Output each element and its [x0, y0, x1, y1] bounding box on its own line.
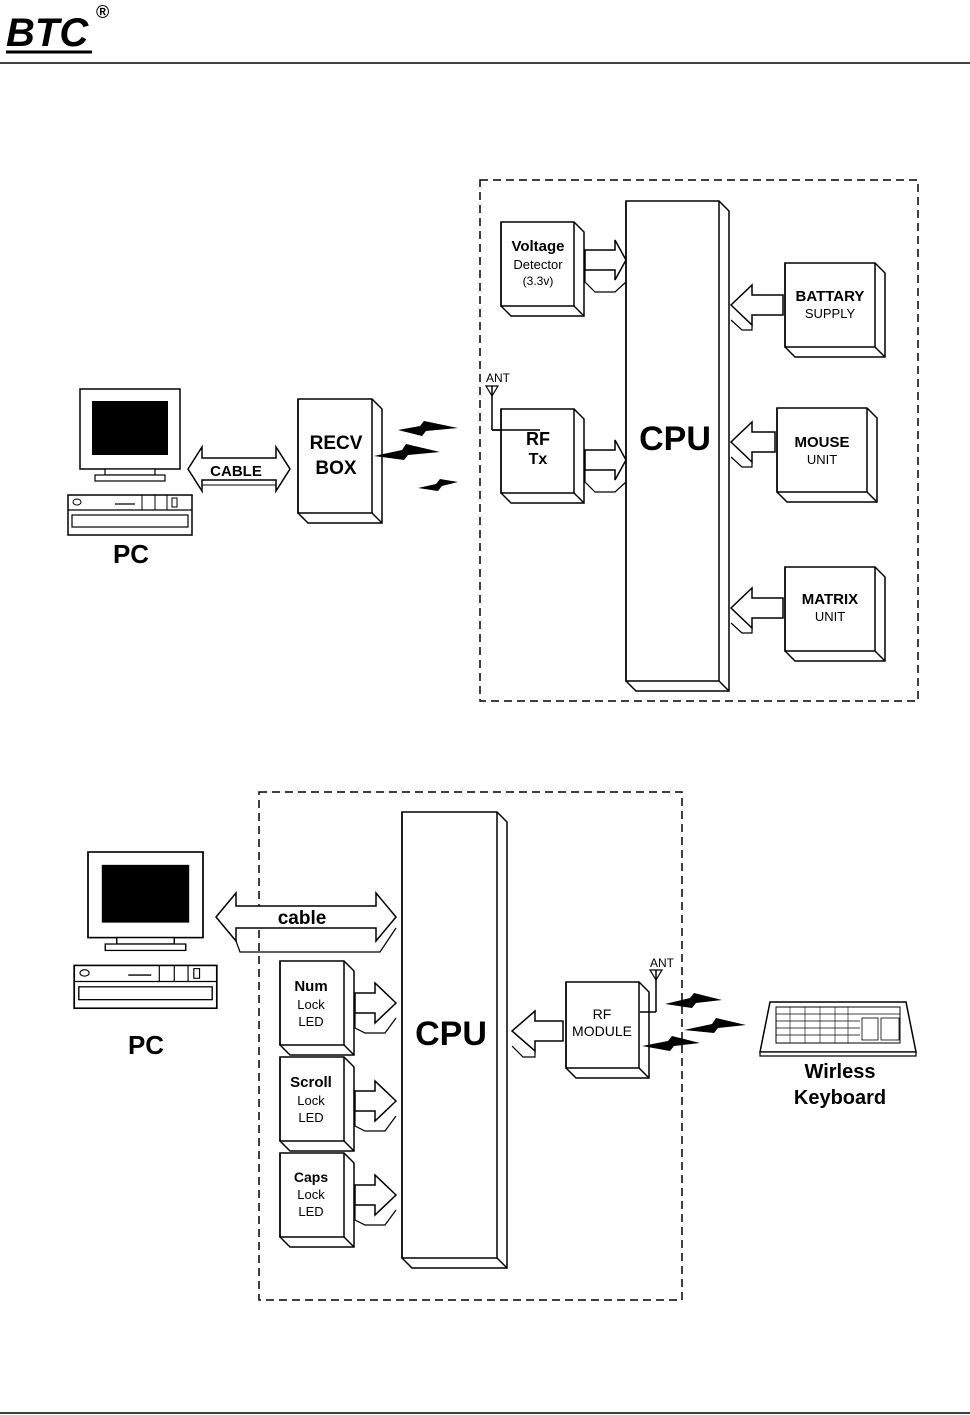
rf-module-line2: MODULE — [572, 1023, 632, 1039]
diagram-transmitter: PC CABLE RECV BOX Voltage — [68, 180, 918, 701]
header: BTC ® — [0, 2, 970, 63]
keyboard-label-line2: Keyboard — [794, 1087, 886, 1109]
num-lock-line1: Num — [294, 978, 327, 995]
voltage-detector-line2: Detector — [513, 257, 563, 272]
matrix-line1: MATRIX — [802, 591, 858, 608]
battery-block: BATTARY SUPPLY — [785, 263, 885, 357]
rfmodule-to-cpu-arrow — [512, 1011, 563, 1057]
rf-signal-icon-2 — [642, 993, 746, 1051]
mouse-arrow — [731, 422, 775, 467]
diagram-receiver: PC cable CPU Num Lock LED — [74, 792, 916, 1300]
caps-lock-led-block: Caps Lock LED — [280, 1153, 354, 1247]
mouse-line1: MOUSE — [794, 434, 849, 451]
pc-label: PC — [113, 539, 149, 569]
rf-module-block: RF MODULE — [566, 982, 649, 1078]
caps-lock-line3: LED — [298, 1204, 323, 1219]
cpu-to-capslock-arrow — [355, 1175, 396, 1225]
pc-label-2: PC — [128, 1030, 164, 1060]
battery-arrow — [731, 285, 783, 330]
battery-line2: SUPPLY — [805, 306, 856, 321]
scroll-lock-line1: Scroll — [290, 1074, 332, 1091]
registered-mark: ® — [96, 2, 109, 22]
antenna-label-2: ANT — [650, 956, 675, 970]
cpu-to-scrolllock-arrow — [355, 1081, 396, 1131]
pc-icon — [68, 389, 192, 535]
scroll-lock-line2: Lock — [297, 1093, 325, 1108]
recv-box-line2: BOX — [315, 458, 357, 479]
voltage-detector-line1: Voltage — [511, 238, 564, 255]
scroll-lock-line3: LED — [298, 1110, 323, 1125]
caps-lock-line2: Lock — [297, 1187, 325, 1202]
wireless-keyboard-icon — [760, 1002, 916, 1056]
btc-logo: BTC — [6, 11, 89, 55]
caps-lock-line1: Caps — [294, 1169, 328, 1185]
voltage-detector-line3: (3.3v) — [523, 274, 554, 288]
battery-line1: BATTARY — [796, 288, 865, 305]
pc-icon-2 — [74, 852, 217, 1008]
cable-arrow-2: cable — [216, 893, 396, 952]
matrix-line2: UNIT — [815, 609, 845, 624]
voltage-to-cpu-arrow — [585, 240, 626, 292]
cpu-to-rftx-arrow — [585, 440, 626, 492]
keyboard-label-line1: Wirless — [805, 1061, 876, 1083]
rf-module-line1: RF — [593, 1006, 612, 1022]
rf-tx-block: RF Tx — [492, 409, 584, 503]
matrix-arrow — [731, 588, 783, 633]
scroll-lock-led-block: Scroll Lock LED — [280, 1057, 354, 1151]
mouse-line2: UNIT — [807, 452, 837, 467]
cpu-block-2: CPU — [402, 812, 507, 1268]
antenna-label: ANT — [486, 371, 511, 385]
cable-arrow: CABLE — [188, 447, 290, 491]
cable-label-2: cable — [278, 908, 327, 929]
matrix-block: MATRIX UNIT — [785, 567, 885, 661]
rf-tx-line2: Tx — [529, 451, 548, 468]
recv-box-line1: RECV — [310, 433, 363, 454]
cpu-to-numlock-arrow — [355, 983, 396, 1033]
cpu-label: CPU — [639, 420, 711, 458]
cpu-label-2: CPU — [415, 1015, 487, 1053]
recv-box: RECV BOX — [298, 399, 382, 523]
cable-label: CABLE — [210, 463, 262, 480]
rf-signal-icon — [374, 421, 458, 491]
num-lock-led-block: Num Lock LED — [280, 961, 354, 1055]
cpu-block: CPU — [626, 201, 729, 691]
rf-tx-line1: RF — [526, 429, 550, 449]
mouse-block: MOUSE UNIT — [777, 408, 877, 502]
voltage-detector-block: Voltage Detector (3.3v) — [501, 222, 584, 316]
num-lock-line3: LED — [298, 1014, 323, 1029]
num-lock-line2: Lock — [297, 997, 325, 1012]
